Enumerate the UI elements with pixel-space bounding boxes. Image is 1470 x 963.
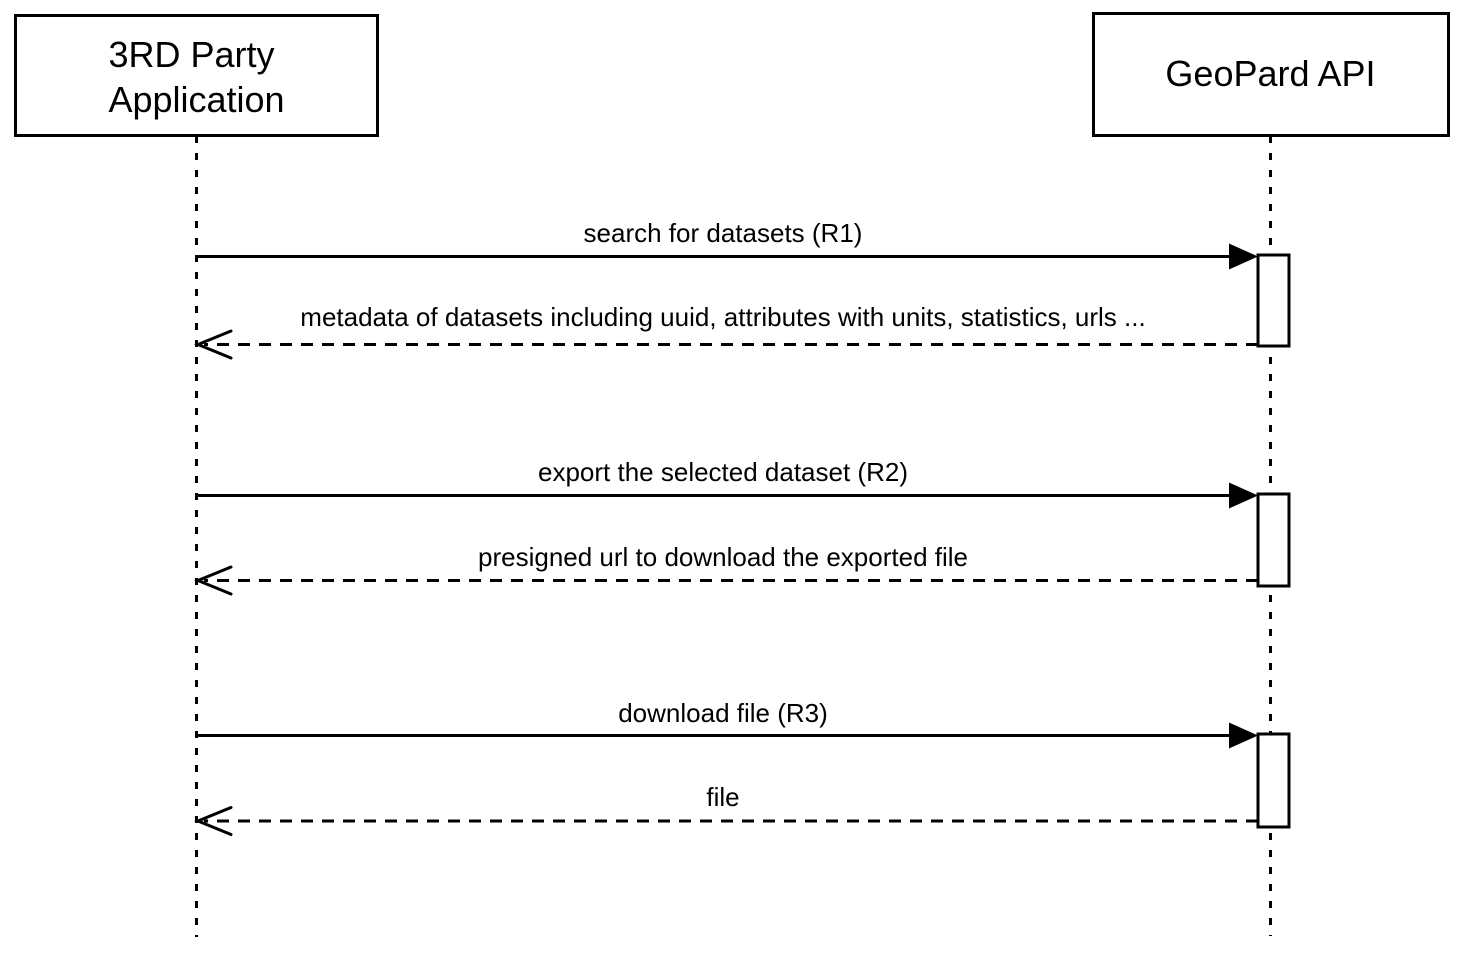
filled-arrowhead-icon	[1229, 482, 1258, 509]
message-download-file: download file (R3)	[196, 698, 1258, 749]
message-export-selected-dataset: export the selected dataset (R2)	[196, 457, 1258, 509]
message-label-presigned-url-response: presigned url to download the exported f…	[478, 542, 968, 572]
actor-label-third-party-application: 3RD Party Application	[108, 34, 284, 120]
open-arrowhead-icon	[194, 329, 233, 360]
message-metadata-response: metadata of datasets including uuid, att…	[194, 302, 1258, 360]
filled-arrowhead-icon	[1229, 722, 1258, 749]
actor-label-line-2: Application	[108, 79, 284, 120]
message-label-file-response: file	[706, 782, 739, 812]
activation-bar-r1	[1256, 253, 1291, 348]
actor-label-geopard-api: GeoPard API	[1165, 53, 1375, 94]
actor-label-line-1: 3RD Party	[108, 34, 274, 75]
message-label-export-selected-dataset: export the selected dataset (R2)	[538, 457, 908, 487]
actor-box-third-party-application	[14, 14, 379, 137]
open-arrowhead-icon	[194, 565, 233, 596]
actor-geopard-api: GeoPard API	[1092, 12, 1450, 137]
message-file-response: file	[194, 782, 1258, 836]
activation-bar-r3	[1256, 732, 1291, 829]
actor-third-party-application: 3RD Party Application	[14, 14, 379, 137]
message-label-download-file: download file (R3)	[618, 698, 828, 728]
open-arrowhead-icon	[194, 806, 233, 836]
filled-arrowhead-icon	[1229, 243, 1258, 270]
actor-box-geopard-api	[1092, 12, 1450, 137]
message-presigned-url-response: presigned url to download the exported f…	[194, 542, 1258, 596]
message-search-for-datasets: search for datasets (R1)	[196, 218, 1258, 270]
message-label-search-for-datasets: search for datasets (R1)	[584, 218, 863, 248]
activation-bar-r2	[1256, 492, 1291, 588]
message-label-metadata-response: metadata of datasets including uuid, att…	[300, 302, 1145, 332]
